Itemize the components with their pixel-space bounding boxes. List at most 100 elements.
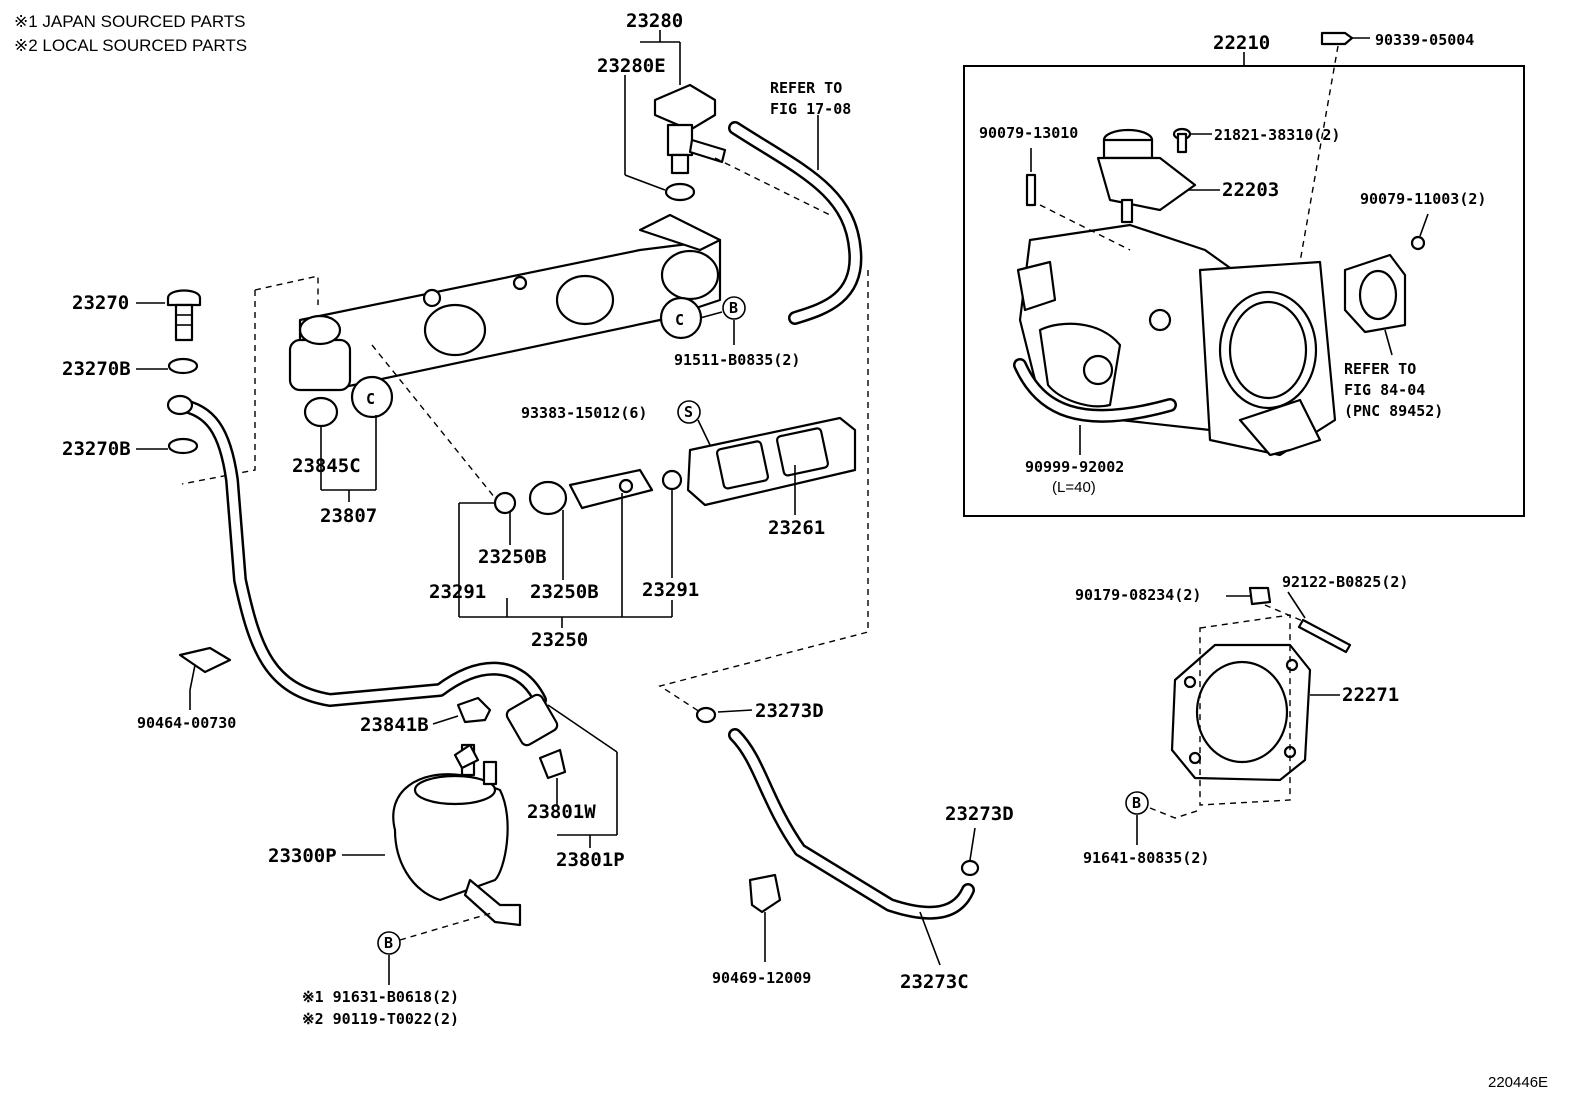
dashed-gasket-bolt <box>1149 807 1201 819</box>
leader-23841B <box>432 715 459 725</box>
pressure-regulator <box>653 83 727 202</box>
clip-23273D-2 <box>960 859 980 877</box>
screw-21821 <box>1172 127 1192 154</box>
label-23261: 23261 <box>768 517 825 539</box>
gasket-plate-22271 <box>1170 643 1312 782</box>
label-23250: 23250 <box>531 629 588 651</box>
leader-93383 <box>697 419 711 446</box>
label-21821: 21821-38310(2) <box>1214 126 1340 144</box>
label-90999-length: (L=40) <box>1052 479 1096 496</box>
clip-23801W <box>538 748 567 780</box>
clip-c-marker-1: C <box>366 390 375 408</box>
bolt-b-marker-pump <box>377 931 401 955</box>
label-22271: 22271 <box>1342 684 1399 706</box>
label-91511: 91511-B0835(2) <box>674 351 800 369</box>
leader-23280E-b <box>624 174 666 191</box>
gasket-23270B-upper <box>167 357 199 375</box>
spring-90079-13010 <box>1025 173 1037 207</box>
label-23807: 23807 <box>320 505 377 527</box>
figure-code: 220446E <box>1488 1074 1549 1091</box>
leader-90079-11003 <box>1419 213 1429 237</box>
label-23270: 23270 <box>72 292 129 314</box>
label-90999: 90999-92002 <box>1025 458 1124 476</box>
bolt-b-label-pump: B <box>384 934 393 952</box>
leader-23273D-2 <box>969 827 976 861</box>
label-90119: ※2 90119-T0022(2) <box>302 1010 459 1028</box>
dashed-nipple-guide <box>1299 45 1339 263</box>
label-90339: 90339-05004 <box>1375 31 1474 49</box>
label-23841B: 23841B <box>360 714 429 736</box>
leader-23801P-a <box>547 704 618 753</box>
label-refer-8404-c: (PNC 89452) <box>1344 402 1443 420</box>
nut-90179 <box>1248 586 1272 606</box>
fuel-pump-23300P <box>392 743 522 927</box>
bolt-b-marker-pipe <box>722 296 746 320</box>
label-90079-11003: 90079-11003(2) <box>1360 190 1486 208</box>
local-sourced-note: ※2 LOCAL SOURCED PARTS <box>14 36 248 55</box>
label-23845C: 23845C <box>292 455 361 477</box>
label-23291-2: 23291 <box>642 579 699 601</box>
dashed-pump-bolt <box>399 911 496 941</box>
dashed-gasket-outline <box>1199 614 1291 806</box>
label-91631: ※1 91631-B0618(2) <box>302 988 459 1006</box>
label-23270B-1: 23270B <box>62 358 131 380</box>
label-23273D-1: 23273D <box>755 700 824 722</box>
label-90464: 90464-00730 <box>137 714 236 732</box>
clamp-90469 <box>748 873 782 914</box>
label-23250B-2: 23250B <box>530 581 599 603</box>
throttle-gasket <box>1343 253 1407 334</box>
hose-banjo-end <box>166 394 194 416</box>
stud-92122 <box>1297 618 1352 654</box>
dashed-pipe-guide <box>181 275 319 485</box>
screw-90079-11003 <box>1410 235 1426 251</box>
bolt-b-label-gasket: B <box>1132 794 1141 812</box>
clip-c-marker-2: C <box>675 311 684 329</box>
hose-nipple-90339 <box>1320 31 1354 46</box>
label-93383: 93383-15012(6) <box>521 404 647 422</box>
hose-connector-end <box>505 693 559 747</box>
fuel-delivery-pipe <box>288 213 722 428</box>
dashed-nut-guide <box>1264 604 1306 623</box>
label-23801P: 23801P <box>556 849 625 871</box>
label-90079-13010: 90079-13010 <box>979 124 1078 142</box>
leader-b-pipe <box>699 311 723 319</box>
label-23280E: 23280E <box>597 55 666 77</box>
label-92122: 92122-B0825(2) <box>1282 573 1408 591</box>
sensor-22203 <box>1096 128 1197 224</box>
insulator-23261 <box>686 416 857 507</box>
throttle-body <box>1016 223 1337 457</box>
bolt-b-marker-gasket <box>1125 791 1149 815</box>
injector-23250 <box>493 468 683 516</box>
label-23273D-2: 23273D <box>945 803 1014 825</box>
leader-23273C <box>919 911 941 966</box>
japan-sourced-note: ※1 JAPAN SOURCED PARTS <box>14 12 246 31</box>
clip-23273D-1 <box>695 706 717 724</box>
label-23273C: 23273C <box>900 971 969 993</box>
label-90469: 90469-12009 <box>712 969 811 987</box>
label-90179: 90179-08234(2) <box>1075 586 1201 604</box>
label-23280: 23280 <box>626 10 683 32</box>
screw-s-marker <box>677 400 701 424</box>
clamp-90464 <box>178 646 232 691</box>
dashed-hose-route <box>658 270 869 713</box>
label-refer-8404-b: FIG 84-04 <box>1344 381 1425 399</box>
label-23250B-1: 23250B <box>478 546 547 568</box>
label-refer-8404-a: REFER TO <box>1344 360 1416 378</box>
label-22203: 22203 <box>1222 179 1279 201</box>
label-22210: 22210 <box>1213 32 1270 54</box>
label-23801W: 23801W <box>527 801 596 823</box>
screw-s-label: S <box>684 403 693 421</box>
label-refer-1708-a: REFER TO <box>770 79 842 97</box>
label-23270B-2: 23270B <box>62 438 131 460</box>
clip-23841B <box>456 696 492 724</box>
bolt-b-label-pipe: B <box>729 299 738 317</box>
leader-23273D-1 <box>717 709 753 713</box>
vacuum-hose-upper <box>728 121 863 325</box>
label-23291-1: 23291 <box>429 581 486 603</box>
leader-refer-8404 <box>1384 329 1393 356</box>
label-23300P: 23300P <box>268 845 337 867</box>
label-91641: 91641-80835(2) <box>1083 849 1209 867</box>
leader-92122 <box>1287 591 1306 619</box>
